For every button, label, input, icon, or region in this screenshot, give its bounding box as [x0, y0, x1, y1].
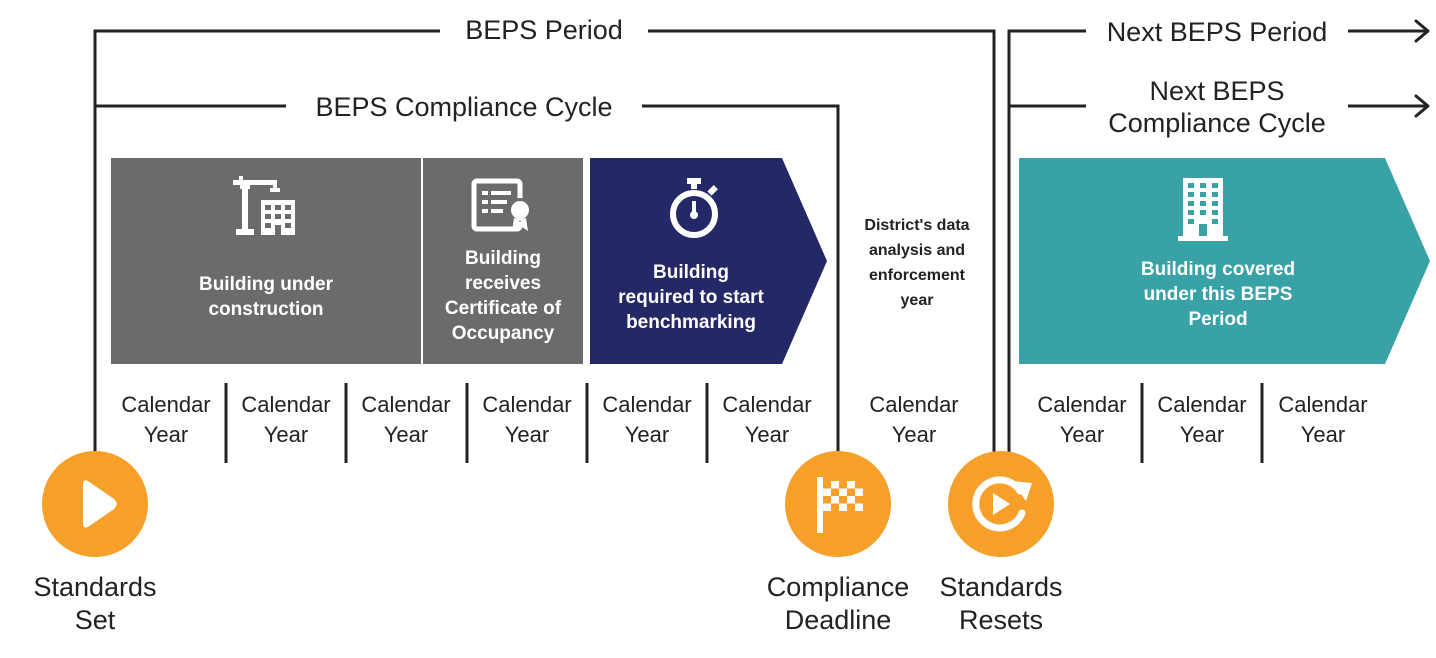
reset-arrow-icon: [948, 451, 1054, 557]
calendar-year-2-line1: Calendar: [241, 392, 331, 417]
construction-phase: Building under construction: [111, 158, 421, 364]
covered-phase: Building covered under this BEPS Period: [1019, 158, 1417, 364]
benchmarking-phase: Building required to start benchmarking: [590, 158, 800, 364]
covered-line3: Period: [1188, 309, 1248, 330]
standards-resets-line2: Resets: [958, 605, 1044, 635]
calendar-year-6: Calendar Year: [708, 390, 826, 450]
next-cycle-arrowhead: [1414, 94, 1430, 118]
occupancy-line2: receives: [464, 273, 542, 294]
office-building-icon: [1178, 178, 1228, 242]
standards-resets-line1: Standards: [939, 572, 1063, 602]
standards-resets-label: Standards Resets: [906, 571, 1096, 637]
calendar-year-5: Calendar Year: [588, 390, 706, 450]
calendar-year-2: Calendar Year: [227, 390, 345, 450]
calendar-year-7-line2: Year: [891, 422, 937, 447]
crane-building-icon: [231, 176, 301, 242]
calendar-year-4-line1: Calendar: [482, 392, 572, 417]
calendar-year-7-line1: Calendar: [869, 392, 959, 417]
calendar-year-4-line2: Year: [504, 422, 550, 447]
calendar-year-10: Calendar Year: [1264, 390, 1382, 450]
standards-set-line1: Standards: [33, 572, 157, 602]
next-cycle-label-line1: Next BEPS: [1149, 76, 1285, 106]
next-period-label: Next BEPS Period: [1086, 16, 1348, 48]
next-period-arrowhead: [1414, 19, 1430, 43]
district-note-line3: enforcement: [868, 267, 966, 284]
covered-line2: under this BEPS: [1143, 284, 1293, 305]
compliance-deadline-label: Compliance Deadline: [743, 571, 933, 637]
calendar-year-2-line2: Year: [263, 422, 309, 447]
occupancy-line3: Certificate of: [444, 298, 562, 319]
calendar-year-9: Calendar Year: [1143, 390, 1261, 450]
calendar-year-6-line1: Calendar: [722, 392, 812, 417]
district-note-line2: analysis and: [868, 242, 966, 259]
construction-line2: construction: [208, 299, 324, 320]
district-note: District's data analysis and enforcement…: [842, 213, 992, 313]
calendar-year-5-line2: Year: [624, 422, 670, 447]
benchmarking-line3: benchmarking: [626, 312, 756, 333]
covered-arrow: [1019, 158, 1430, 364]
occupancy-phase: Building receives Certificate of Occupan…: [423, 158, 583, 364]
benchmarking-line2: required to start: [618, 287, 764, 308]
calendar-year-6-line2: Year: [744, 422, 790, 447]
occupancy-line1: Building: [465, 248, 541, 269]
calendar-year-10-line1: Calendar: [1278, 392, 1368, 417]
occupancy-line4: Occupancy: [451, 323, 555, 344]
covered-line1: Building covered: [1140, 259, 1296, 280]
calendar-year-7: Calendar Year: [855, 390, 973, 450]
standards-set-line2: Set: [74, 605, 116, 635]
standards-set-label: Standards Set: [0, 571, 190, 637]
calendar-year-10-line2: Year: [1300, 422, 1346, 447]
play-icon: [42, 451, 148, 557]
construction-box: [111, 158, 421, 364]
beps-period-label: BEPS Period: [440, 14, 648, 46]
calendar-year-9-line2: Year: [1179, 422, 1225, 447]
certificate-icon: [471, 178, 535, 234]
benchmarking-line1: Building: [653, 262, 729, 283]
calendar-year-9-line1: Calendar: [1157, 392, 1247, 417]
compliance-cycle-label: BEPS Compliance Cycle: [286, 91, 642, 123]
district-note-line1: District's data: [864, 217, 970, 234]
calendar-year-8: Calendar Year: [1023, 390, 1141, 450]
next-cycle-label-line2: Compliance Cycle: [1108, 108, 1326, 138]
calendar-year-1-line2: Year: [143, 422, 189, 447]
compliance-deadline-line1: Compliance: [766, 572, 910, 602]
district-note-line4: year: [900, 292, 934, 309]
checkered-flag-icon: [785, 451, 891, 557]
compliance-deadline-line2: Deadline: [784, 605, 892, 635]
calendar-year-8-line1: Calendar: [1037, 392, 1127, 417]
stopwatch-icon: [665, 178, 723, 240]
calendar-year-3-line1: Calendar: [361, 392, 451, 417]
next-cycle-label: Next BEPS Compliance Cycle: [1086, 75, 1348, 141]
calendar-year-1: Calendar Year: [107, 390, 225, 450]
calendar-year-5-line1: Calendar: [602, 392, 692, 417]
calendar-year-3: Calendar Year: [347, 390, 465, 450]
calendar-year-1-line1: Calendar: [121, 392, 211, 417]
calendar-year-4: Calendar Year: [468, 390, 586, 450]
construction-line1: Building under: [198, 274, 334, 295]
calendar-year-3-line2: Year: [383, 422, 429, 447]
benchmarking-arrow: [590, 158, 827, 364]
calendar-year-8-line2: Year: [1059, 422, 1105, 447]
